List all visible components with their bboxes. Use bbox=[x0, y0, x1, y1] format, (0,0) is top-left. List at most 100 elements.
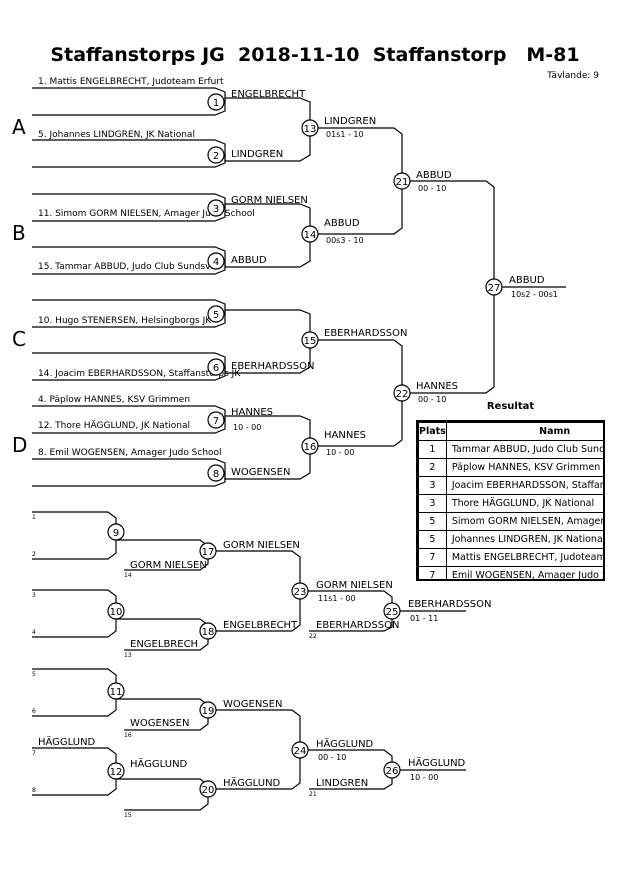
match-number: 12 bbox=[110, 767, 123, 778]
seed-number: 15 bbox=[124, 812, 132, 819]
competitor-count: Tävlande: 9 bbox=[547, 71, 599, 81]
match-circle bbox=[207, 464, 225, 482]
match-circle bbox=[291, 582, 309, 600]
match-winner: ENGELBRECHT bbox=[231, 89, 306, 100]
match-circle bbox=[207, 199, 225, 217]
match-number: 18 bbox=[202, 627, 215, 638]
repechage-winner: HÄGGLUND bbox=[223, 776, 281, 789]
match-number: 14 bbox=[304, 230, 317, 241]
match-number: 10 bbox=[110, 607, 123, 618]
pool-label: B bbox=[12, 221, 26, 245]
match-circle bbox=[393, 384, 411, 402]
repechage-name: GORM NIELSEN bbox=[130, 560, 207, 571]
match-winner: WOGENSEN bbox=[231, 467, 290, 478]
match-number: 11 bbox=[110, 687, 123, 698]
repechage-bracket bbox=[208, 550, 301, 632]
place-cell: 5 bbox=[418, 530, 447, 549]
repechage-name: ENGELBRECH bbox=[130, 639, 198, 650]
repechage-winner: WOGENSEN bbox=[223, 699, 282, 710]
repechage-winner: HÄGGLUND bbox=[316, 737, 374, 750]
match-number: 8 bbox=[213, 469, 219, 480]
repechage-name: HÄGGLUND bbox=[38, 735, 96, 748]
match-circle bbox=[107, 682, 125, 700]
match-circle bbox=[199, 622, 217, 640]
match-number: 1 bbox=[213, 98, 219, 109]
round1-bracket bbox=[32, 139, 226, 168]
final-bracket bbox=[402, 180, 495, 394]
repechage-bracket bbox=[32, 747, 117, 796]
place-cell: 1 bbox=[418, 440, 447, 459]
place-cell: 3 bbox=[418, 494, 447, 513]
repechage-bracket bbox=[32, 511, 117, 560]
seed-number: 3 bbox=[32, 592, 36, 599]
seed-number: 5 bbox=[32, 671, 36, 678]
repechage-winner: EBERHARDSSON bbox=[408, 599, 492, 610]
repechage-winner: HÄGGLUND bbox=[408, 756, 466, 769]
name-cell: Thore HÄGGLUND, JK National bbox=[445, 494, 603, 513]
repechage-name: HÄGGLUND bbox=[130, 757, 188, 770]
repechage-name: LINDGREN bbox=[316, 778, 368, 789]
match-number: 23 bbox=[294, 587, 307, 598]
column-header-plats: Plats bbox=[418, 422, 447, 441]
match-number: 6 bbox=[213, 363, 219, 374]
match-circle bbox=[199, 542, 217, 560]
match-winner: LINDGREN bbox=[324, 116, 376, 127]
seed-number: 14 bbox=[124, 572, 132, 579]
seed-number: 6 bbox=[32, 708, 36, 715]
repechage-winner: GORM NIELSEN bbox=[223, 540, 300, 551]
match-number: 21 bbox=[396, 177, 409, 188]
match-circle bbox=[207, 358, 225, 376]
match-circle bbox=[199, 780, 217, 798]
pool-label: A bbox=[12, 115, 26, 139]
column-header-namn: Namn bbox=[445, 422, 603, 441]
match-circle bbox=[301, 119, 319, 137]
match-number: 15 bbox=[304, 336, 317, 347]
match-circle bbox=[207, 146, 225, 164]
match-circle bbox=[301, 225, 319, 243]
name-cell: Johannes LINDGREN, JK National bbox=[445, 530, 603, 549]
competitor-entry: 10. Hugo STENERSEN, Helsingborgs JK bbox=[38, 316, 212, 326]
match-winner: ABBUD bbox=[231, 255, 267, 266]
match-number: 16 bbox=[304, 442, 317, 453]
seed-number: 13 bbox=[124, 652, 132, 659]
seed-number: 2 bbox=[32, 551, 36, 558]
match-number: 24 bbox=[294, 746, 307, 757]
match-number: 13 bbox=[304, 124, 317, 135]
match-winner: ABBUD bbox=[416, 170, 452, 181]
match-circle bbox=[107, 602, 125, 620]
match-circle bbox=[301, 437, 319, 455]
place-cell: 3 bbox=[418, 476, 447, 495]
match-number: 20 bbox=[202, 785, 215, 796]
competitor-entry: 1. Mattis ENGELBRECHT, Judoteam Erfurt bbox=[38, 77, 224, 87]
seed-number: 8 bbox=[32, 787, 36, 794]
match-score: 01 - 11 bbox=[410, 614, 438, 623]
match-number: 3 bbox=[213, 204, 219, 215]
place-cell: 2 bbox=[418, 458, 447, 477]
match-number: 9 bbox=[113, 528, 119, 539]
competitor-entry: 8. Emil WOGENSEN, Amager Judo School bbox=[38, 448, 222, 458]
match-number: 7 bbox=[213, 416, 219, 427]
repechage-bracket bbox=[32, 668, 117, 717]
round1-bracket bbox=[32, 352, 226, 381]
results-heading: Resultat bbox=[486, 401, 535, 412]
match-number: 22 bbox=[396, 389, 409, 400]
round1-bracket bbox=[32, 87, 226, 116]
name-cell: Simom GORM NIELSEN, Amager Judo School bbox=[445, 512, 603, 531]
match-score: 10 - 00 bbox=[326, 448, 354, 457]
match-score: 10 - 00 bbox=[410, 773, 438, 782]
match-score: 10 - 00 bbox=[233, 423, 261, 432]
match-score: 00 - 10 bbox=[418, 184, 446, 193]
match-number: 25 bbox=[386, 607, 399, 618]
match-score: 00 - 10 bbox=[418, 395, 446, 404]
name-cell: Päplow HANNES, KSV Grimmen bbox=[445, 458, 603, 477]
match-number: 27 bbox=[488, 283, 501, 294]
